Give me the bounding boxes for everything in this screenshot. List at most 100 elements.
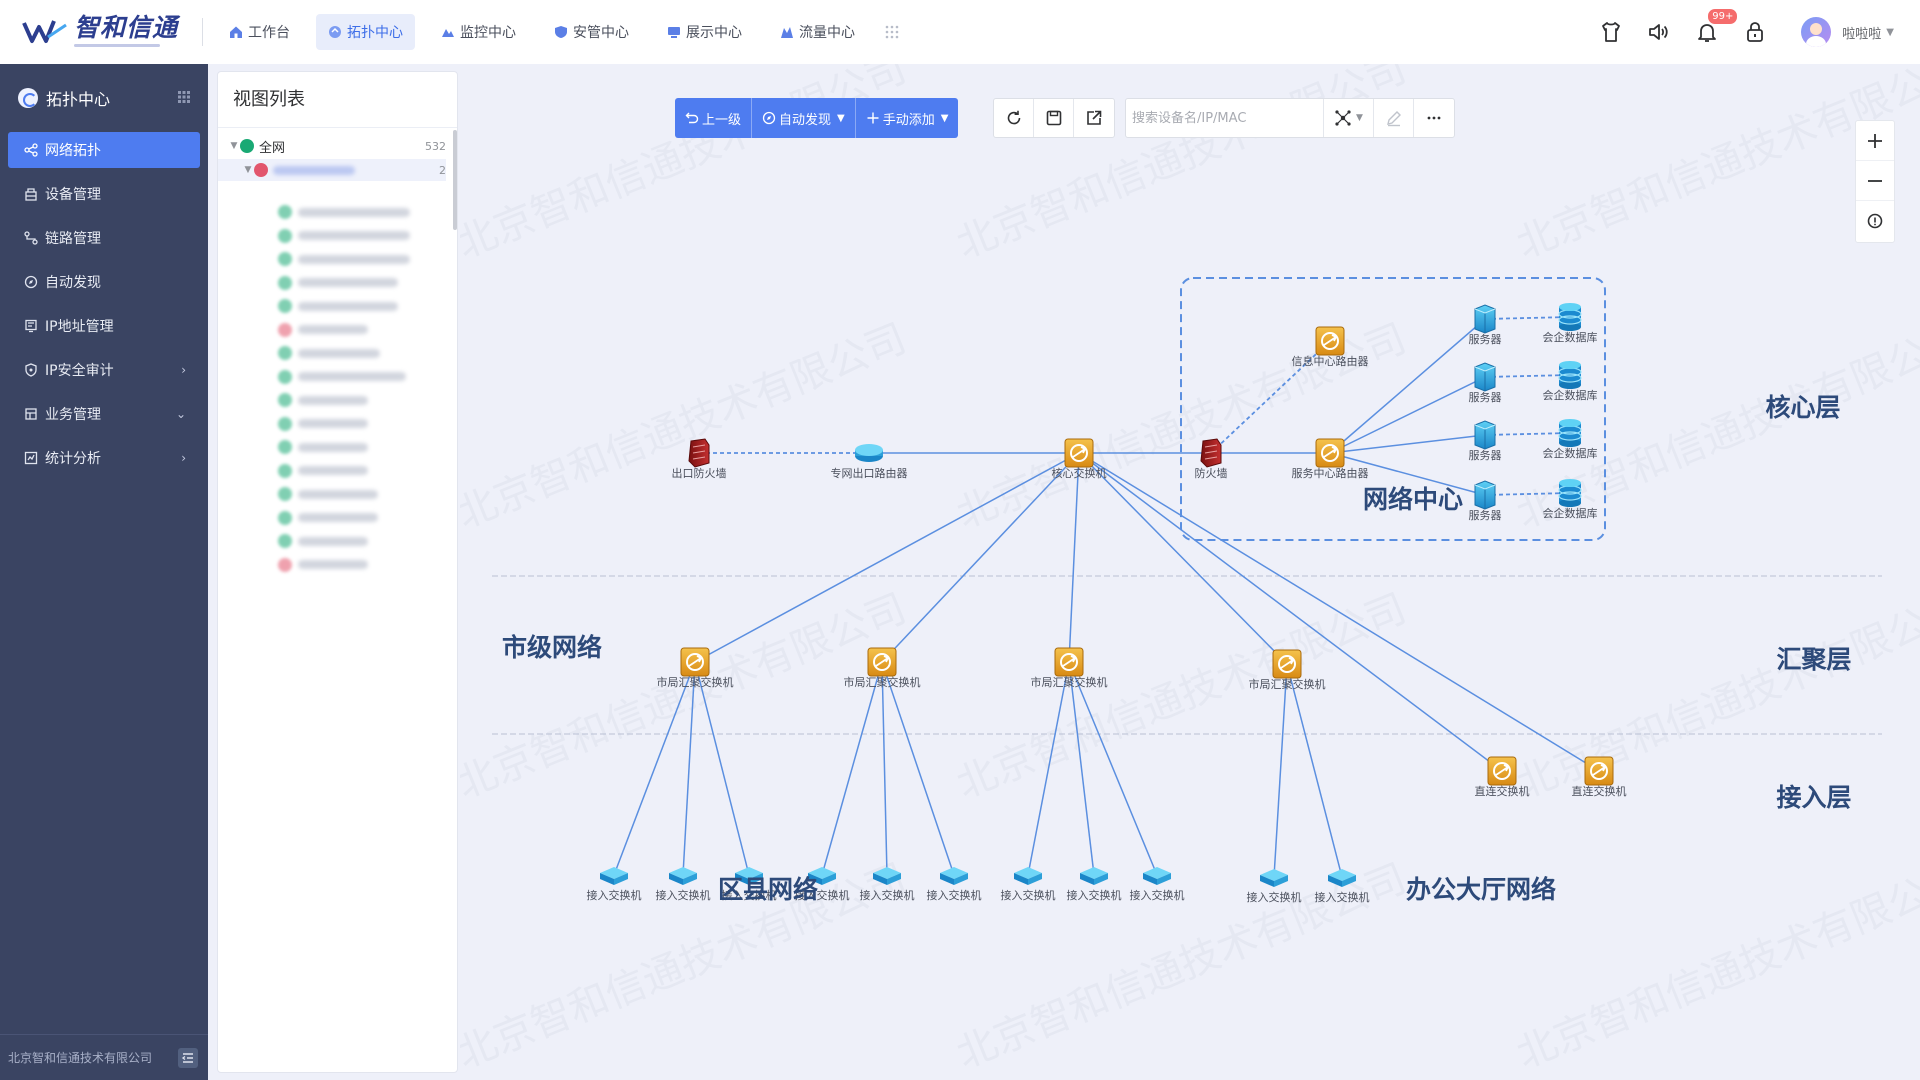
access-switch-node[interactable]: 接入交换机 — [1001, 867, 1056, 902]
tree-node-selected[interactable]: ▼ 2 — [218, 159, 446, 181]
service-center-router-node[interactable]: 服务中心路由器 — [1292, 438, 1369, 480]
database-node[interactable]: 会企数据库 — [1543, 478, 1598, 520]
server-node[interactable]: 服务器 — [1469, 480, 1502, 522]
server-node[interactable]: 服务器 — [1469, 304, 1502, 346]
tree-child-node[interactable] — [278, 369, 406, 384]
tree-node-all-network[interactable]: ▼ 全网 532 — [218, 135, 446, 157]
direct-switch-node[interactable]: 直连交换机 — [1475, 756, 1530, 798]
access-switch-node[interactable]: 接入交换机 — [1130, 867, 1185, 902]
topology-link[interactable] — [1329, 434, 1486, 454]
volume-icon[interactable] — [1647, 20, 1671, 44]
skin-icon[interactable] — [1599, 20, 1623, 44]
sidebar-item-business-management[interactable]: 业务管理 ⌄ — [8, 396, 200, 432]
topology-link[interactable] — [1273, 663, 1288, 878]
topology-link[interactable] — [1484, 374, 1571, 378]
save-button[interactable] — [1034, 99, 1074, 137]
chevron-down-icon[interactable]: ▼ — [1886, 26, 1894, 38]
search-input[interactable] — [1126, 99, 1324, 137]
back-button[interactable]: 上一级 — [675, 98, 753, 138]
tree-child-node[interactable] — [278, 228, 410, 243]
city-aggregation-switch-node[interactable]: 市局汇聚交换机 — [844, 647, 921, 689]
avatar[interactable] — [1801, 17, 1832, 47]
bell-icon[interactable]: 99+ — [1695, 8, 1739, 44]
topology-link[interactable] — [1068, 452, 1080, 663]
collapse-sidebar-button[interactable] — [178, 1048, 198, 1068]
caret-down-icon[interactable]: ▼ — [230, 141, 238, 151]
access-switch-node[interactable]: 接入交换机 — [1315, 869, 1370, 904]
sidebar-item-ip-management[interactable]: IP地址管理 — [8, 308, 200, 344]
zoom-reset-button[interactable] — [1856, 201, 1894, 241]
nav-monitor-center[interactable]: 监控中心 — [429, 14, 528, 50]
tree-child-node[interactable] — [278, 487, 378, 501]
nav-display-center[interactable]: 展示中心 — [655, 14, 754, 50]
server-node[interactable]: 服务器 — [1469, 420, 1502, 462]
topology-link[interactable] — [694, 452, 1080, 663]
auto-discover-button[interactable]: 自动发现 ▼ — [752, 98, 856, 138]
database-node[interactable]: 会企数据库 — [1543, 418, 1598, 460]
tree-child-node[interactable] — [278, 205, 410, 219]
sidebar-item-statistics[interactable]: 统计分析 › — [8, 440, 200, 476]
sidebar-item-network-topology[interactable]: 网络拓扑 — [8, 132, 200, 168]
more-button[interactable] — [1414, 99, 1454, 137]
info-center-router-node[interactable]: 信息中心路由器 — [1292, 326, 1369, 368]
topology-link[interactable] — [1484, 492, 1571, 496]
nav-security-center[interactable]: 安管中心 — [542, 14, 641, 50]
lock-icon[interactable] — [1743, 20, 1767, 44]
topology-link[interactable] — [1078, 452, 1503, 772]
server-node[interactable]: 服务器 — [1469, 362, 1502, 404]
topology-canvas[interactable]: 北京智和信通技术有限公司北京智和信通技术有限公司北京智和信通技术有限公司北京智和… — [460, 64, 1920, 1080]
scrollbar[interactable] — [453, 130, 457, 230]
exit-firewall-node[interactable]: 出口防火墙 — [672, 438, 727, 480]
topology-link[interactable] — [1078, 452, 1288, 665]
topology-link[interactable] — [1329, 376, 1486, 454]
manual-add-button[interactable]: 手动添加 ▼ — [856, 98, 959, 138]
access-switch-node[interactable]: 接入交换机 — [587, 867, 642, 902]
topology-link[interactable] — [881, 661, 955, 876]
sidebar-item-device-management[interactable]: 设备管理 — [8, 176, 200, 212]
egress-router-node[interactable]: 专网出口路由器 — [831, 444, 908, 480]
topology-link[interactable] — [1329, 452, 1486, 496]
topology-link[interactable] — [1027, 661, 1070, 876]
city-aggregation-switch-node[interactable]: 市局汇聚交换机 — [1249, 649, 1326, 691]
zoom-in-button[interactable] — [1856, 121, 1894, 161]
topology-link[interactable] — [613, 661, 696, 876]
tree-child-node[interactable] — [278, 416, 368, 431]
sidebar-item-auto-discover[interactable]: 自动发现 — [8, 264, 200, 300]
export-button[interactable] — [1074, 99, 1114, 137]
access-switch-node[interactable]: 接入交换机 — [860, 867, 915, 902]
firewall-node[interactable]: 防火墙 — [1195, 438, 1228, 480]
topology-link[interactable] — [694, 661, 750, 876]
access-switch-node[interactable]: 接入交换机 — [1067, 867, 1122, 902]
sidebar-item-ip-security-audit[interactable]: IP安全审计 › — [8, 352, 200, 388]
layout-select[interactable]: ▼ — [1324, 99, 1374, 137]
city-aggregation-switch-node[interactable]: 市局汇聚交换机 — [1031, 647, 1108, 689]
tree-child-node[interactable] — [278, 557, 368, 572]
nav-topology-center[interactable]: 拓扑中心 — [316, 14, 416, 50]
caret-down-icon[interactable]: ▼ — [244, 165, 252, 175]
core-switch-node[interactable]: 核心交换机 — [1052, 438, 1107, 480]
topology-link[interactable] — [1210, 340, 1331, 454]
access-switch-node[interactable]: 接入交换机 — [656, 867, 711, 902]
access-switch-node[interactable]: 接入交换机 — [795, 867, 850, 902]
topology-link[interactable] — [881, 661, 888, 876]
topology-link[interactable] — [1078, 452, 1600, 772]
topology-link[interactable] — [881, 452, 1080, 663]
topology-link[interactable] — [1068, 661, 1095, 876]
tree-child-node[interactable] — [278, 322, 368, 337]
refresh-button[interactable] — [994, 99, 1034, 137]
tree-child-node[interactable] — [278, 346, 380, 360]
zoom-out-button[interactable] — [1856, 161, 1894, 201]
tree-child-node[interactable] — [278, 393, 368, 407]
brand-logo[interactable]: 智和信通 — [22, 0, 178, 64]
tree-child-node[interactable] — [278, 252, 410, 266]
access-switch-node[interactable]: 接入交换机 — [722, 867, 777, 902]
tree-child-node[interactable] — [278, 463, 368, 478]
database-node[interactable]: 会企数据库 — [1543, 360, 1598, 402]
apps-grid-icon[interactable] — [178, 91, 190, 103]
nav-workbench[interactable]: 工作台 — [217, 14, 302, 50]
database-node[interactable]: 会企数据库 — [1543, 302, 1598, 344]
tree-child-node[interactable] — [278, 534, 368, 548]
tree-child-node[interactable] — [278, 299, 398, 313]
edit-button[interactable] — [1374, 99, 1414, 137]
topology-link[interactable] — [1068, 661, 1158, 876]
